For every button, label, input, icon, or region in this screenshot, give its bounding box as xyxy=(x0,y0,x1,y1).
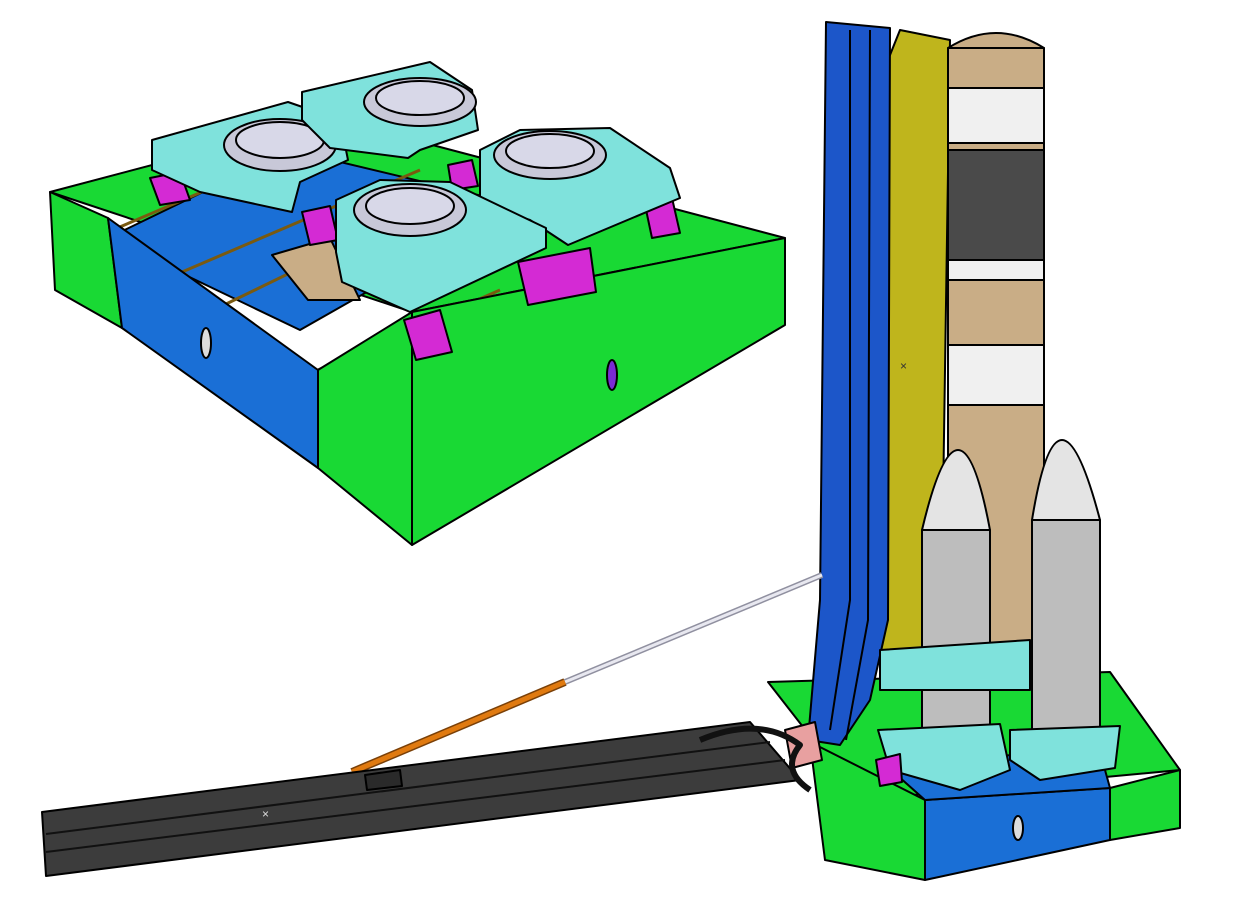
service-panel-mark: × xyxy=(900,359,907,373)
hydraulic-rod-orange-core xyxy=(351,679,566,775)
base-support-right xyxy=(1009,725,1121,781)
support-3-hole-inner xyxy=(505,133,595,169)
rocket-nose xyxy=(947,32,1045,49)
rocket-core-white-band-3 xyxy=(947,344,1045,406)
pad-left-face-green-2 xyxy=(317,311,413,546)
launch-pad-detail xyxy=(49,61,786,546)
booster-left-body xyxy=(921,529,991,746)
support-4-hole-inner xyxy=(365,187,455,225)
rocket-assembly: × xyxy=(767,21,1181,881)
bracket-6 xyxy=(403,309,453,361)
beam-mark: × xyxy=(262,807,269,821)
tower-edge xyxy=(829,30,851,731)
erector-arm: × xyxy=(41,572,824,877)
base-bracket-magenta xyxy=(875,753,903,787)
erector-beam-edge-1 xyxy=(45,741,771,835)
tower-edge-2 xyxy=(845,29,871,741)
pad-slot-1 xyxy=(200,327,212,359)
pad-right-face xyxy=(411,237,786,546)
base-support-back xyxy=(879,639,1031,691)
rocket-core-white-band-1 xyxy=(947,87,1045,144)
erector-plate xyxy=(364,769,403,791)
hydraulic-rod-white-core xyxy=(564,573,823,684)
bracket-5 xyxy=(517,247,597,306)
base-pad-front-right xyxy=(1109,769,1181,841)
support-2-hole-inner xyxy=(375,80,465,116)
erector-beam-edge-2 xyxy=(45,759,786,853)
booster-right-nose xyxy=(1031,439,1101,521)
rocket-core-white-band-2 xyxy=(947,259,1045,281)
booster-left-nose xyxy=(921,449,991,531)
rocket-core-dark-band xyxy=(947,149,1045,261)
booster-right-body xyxy=(1031,519,1101,736)
erector-fork xyxy=(698,725,812,793)
pad-slot-2 xyxy=(606,359,618,391)
base-pad-slot xyxy=(1012,815,1024,841)
